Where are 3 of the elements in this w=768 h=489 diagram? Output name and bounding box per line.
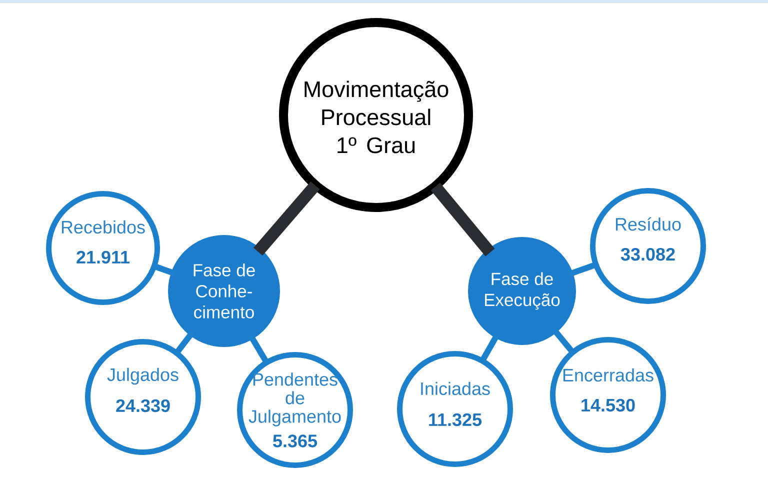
connector — [253, 181, 320, 256]
connector — [552, 328, 576, 356]
connector — [430, 182, 495, 256]
